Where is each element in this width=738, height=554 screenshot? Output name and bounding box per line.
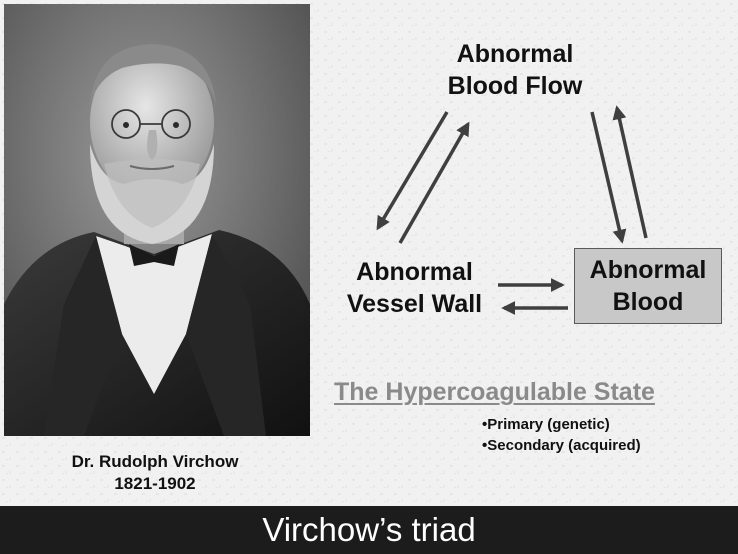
- arrow-wall-to-flow: [400, 124, 468, 243]
- bullet-primary: •Primary (genetic): [482, 416, 610, 433]
- arrow-blood-to-flow: [617, 108, 646, 238]
- node-abnormal-blood: Abnormal Blood: [574, 254, 722, 318]
- node-wall-line1: Abnormal: [322, 256, 507, 288]
- node-blood-line1: Abnormal: [574, 254, 722, 286]
- node-wall-line2: Vessel Wall: [322, 288, 507, 320]
- footer-title-bar: Virchow’s triad: [0, 506, 738, 554]
- arrow-flow-to-blood: [592, 112, 622, 241]
- arrow-flow-to-wall: [378, 112, 447, 228]
- node-abnormal-blood-flow: Abnormal Blood Flow: [405, 38, 625, 102]
- node-abnormal-vessel-wall: Abnormal Vessel Wall: [322, 256, 507, 320]
- node-flow-line2: Blood Flow: [405, 70, 625, 102]
- bullet-secondary: •Secondary (acquired): [482, 437, 641, 454]
- hypercoagulable-state-title: The Hypercoagulable State: [334, 378, 655, 407]
- node-blood-line2: Blood: [574, 286, 722, 318]
- node-flow-line1: Abnormal: [405, 38, 625, 70]
- footer-title: Virchow’s triad: [262, 511, 475, 548]
